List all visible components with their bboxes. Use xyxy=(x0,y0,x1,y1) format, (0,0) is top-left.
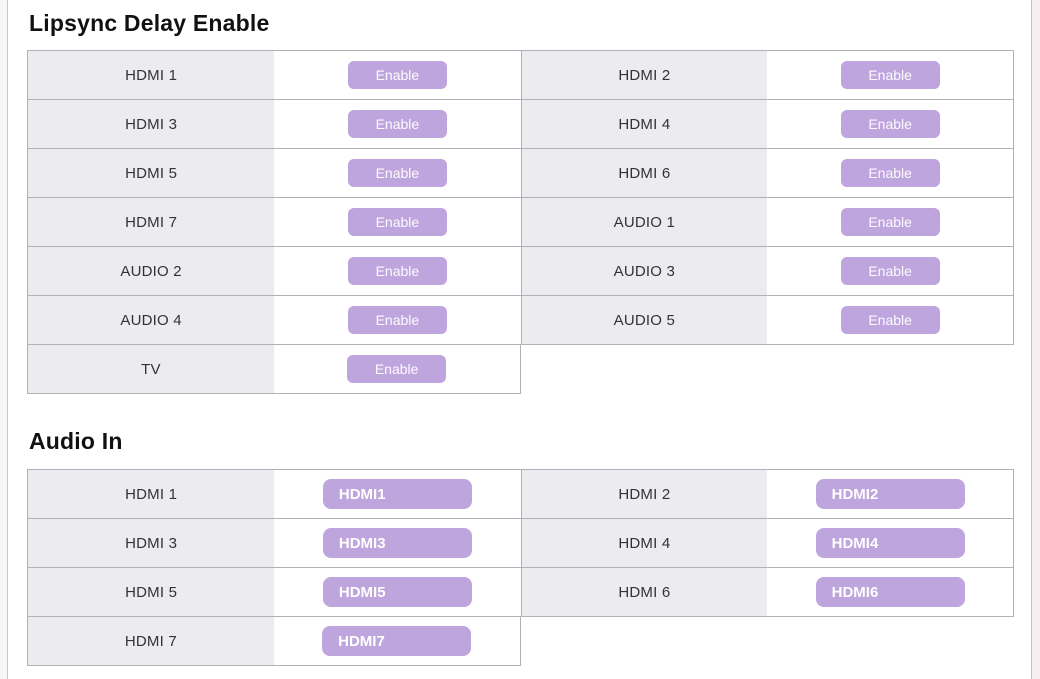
enable-button[interactable]: Enable xyxy=(840,208,940,236)
port-label: HDMI 1 xyxy=(28,470,275,518)
port-label: HDMI 5 xyxy=(28,568,275,616)
port-label: HDMI 1 xyxy=(28,51,275,99)
table-row: HDMI 1 HDMI1 HDMI 2 HDMI2 xyxy=(27,469,1014,519)
table-row: HDMI 3 HDMI3 HDMI 4 HDMI4 xyxy=(27,519,1014,568)
audio-source-button[interactable]: HDMI6 xyxy=(815,577,965,607)
window-left-edge xyxy=(0,0,8,679)
enable-button[interactable]: Enable xyxy=(347,355,447,383)
port-label: TV xyxy=(28,345,274,393)
audio-source-button[interactable]: HDMI1 xyxy=(322,479,472,509)
table-row: HDMI 7 Enable AUDIO 1 Enable xyxy=(27,198,1014,247)
window-right-edge xyxy=(1031,0,1040,679)
audio-source-button[interactable]: HDMI3 xyxy=(322,528,472,558)
enable-button[interactable]: Enable xyxy=(347,159,447,187)
port-label: HDMI 6 xyxy=(521,568,768,616)
section-lipsync-delay-enable: Lipsync Delay Enable HDMI 1 Enable HDMI … xyxy=(27,10,1014,394)
enable-button[interactable]: Enable xyxy=(347,306,447,334)
port-label: HDMI 3 xyxy=(28,519,275,567)
enable-button[interactable]: Enable xyxy=(347,61,447,89)
audio-source-button[interactable]: HDMI4 xyxy=(815,528,965,558)
port-label: HDMI 7 xyxy=(28,198,275,246)
audio-in-table: HDMI 1 HDMI1 HDMI 2 HDMI2 HDMI 3 HDMI3 H… xyxy=(27,469,1014,666)
enable-button[interactable]: Enable xyxy=(840,61,940,89)
enable-button[interactable]: Enable xyxy=(840,159,940,187)
port-label: HDMI 4 xyxy=(521,519,768,567)
port-label: HDMI 4 xyxy=(521,100,768,148)
enable-button[interactable]: Enable xyxy=(347,257,447,285)
table-row: HDMI 1 Enable HDMI 2 Enable xyxy=(27,50,1014,100)
enable-button[interactable]: Enable xyxy=(347,110,447,138)
table-row: AUDIO 4 Enable AUDIO 5 Enable xyxy=(27,296,1014,345)
table-row: HDMI 5 Enable HDMI 6 Enable xyxy=(27,149,1014,198)
audio-source-button[interactable]: HDMI5 xyxy=(322,577,472,607)
section-title: Audio In xyxy=(29,428,123,454)
section-audio-in: Audio In HDMI 1 HDMI1 HDMI 2 HDMI2 HDMI … xyxy=(27,428,1014,666)
port-label: AUDIO 4 xyxy=(28,296,275,344)
port-label: AUDIO 5 xyxy=(521,296,768,344)
port-label: AUDIO 3 xyxy=(521,247,768,295)
port-label: HDMI 3 xyxy=(28,100,275,148)
table-row: TV Enable xyxy=(27,345,521,394)
port-label: HDMI 7 xyxy=(28,617,274,665)
table-row: HDMI 5 HDMI5 HDMI 6 HDMI6 xyxy=(27,568,1014,617)
table-row: HDMI 3 Enable HDMI 4 Enable xyxy=(27,100,1014,149)
settings-page: Lipsync Delay Enable HDMI 1 Enable HDMI … xyxy=(9,0,1031,679)
port-label: HDMI 6 xyxy=(521,149,768,197)
audio-source-button[interactable]: HDMI2 xyxy=(815,479,965,509)
enable-button[interactable]: Enable xyxy=(840,306,940,334)
port-label: HDMI 5 xyxy=(28,149,275,197)
port-label: HDMI 2 xyxy=(521,51,768,99)
lipsync-table: HDMI 1 Enable HDMI 2 Enable HDMI 3 Enabl… xyxy=(27,50,1014,394)
enable-button[interactable]: Enable xyxy=(840,257,940,285)
enable-button[interactable]: Enable xyxy=(840,110,940,138)
audio-source-button[interactable]: HDMI7 xyxy=(322,626,472,656)
enable-button[interactable]: Enable xyxy=(347,208,447,236)
table-row: HDMI 7 HDMI7 xyxy=(27,617,521,666)
table-row: AUDIO 2 Enable AUDIO 3 Enable xyxy=(27,247,1014,296)
port-label: HDMI 2 xyxy=(521,470,768,518)
port-label: AUDIO 1 xyxy=(521,198,768,246)
port-label: AUDIO 2 xyxy=(28,247,275,295)
section-title: Lipsync Delay Enable xyxy=(29,10,270,36)
